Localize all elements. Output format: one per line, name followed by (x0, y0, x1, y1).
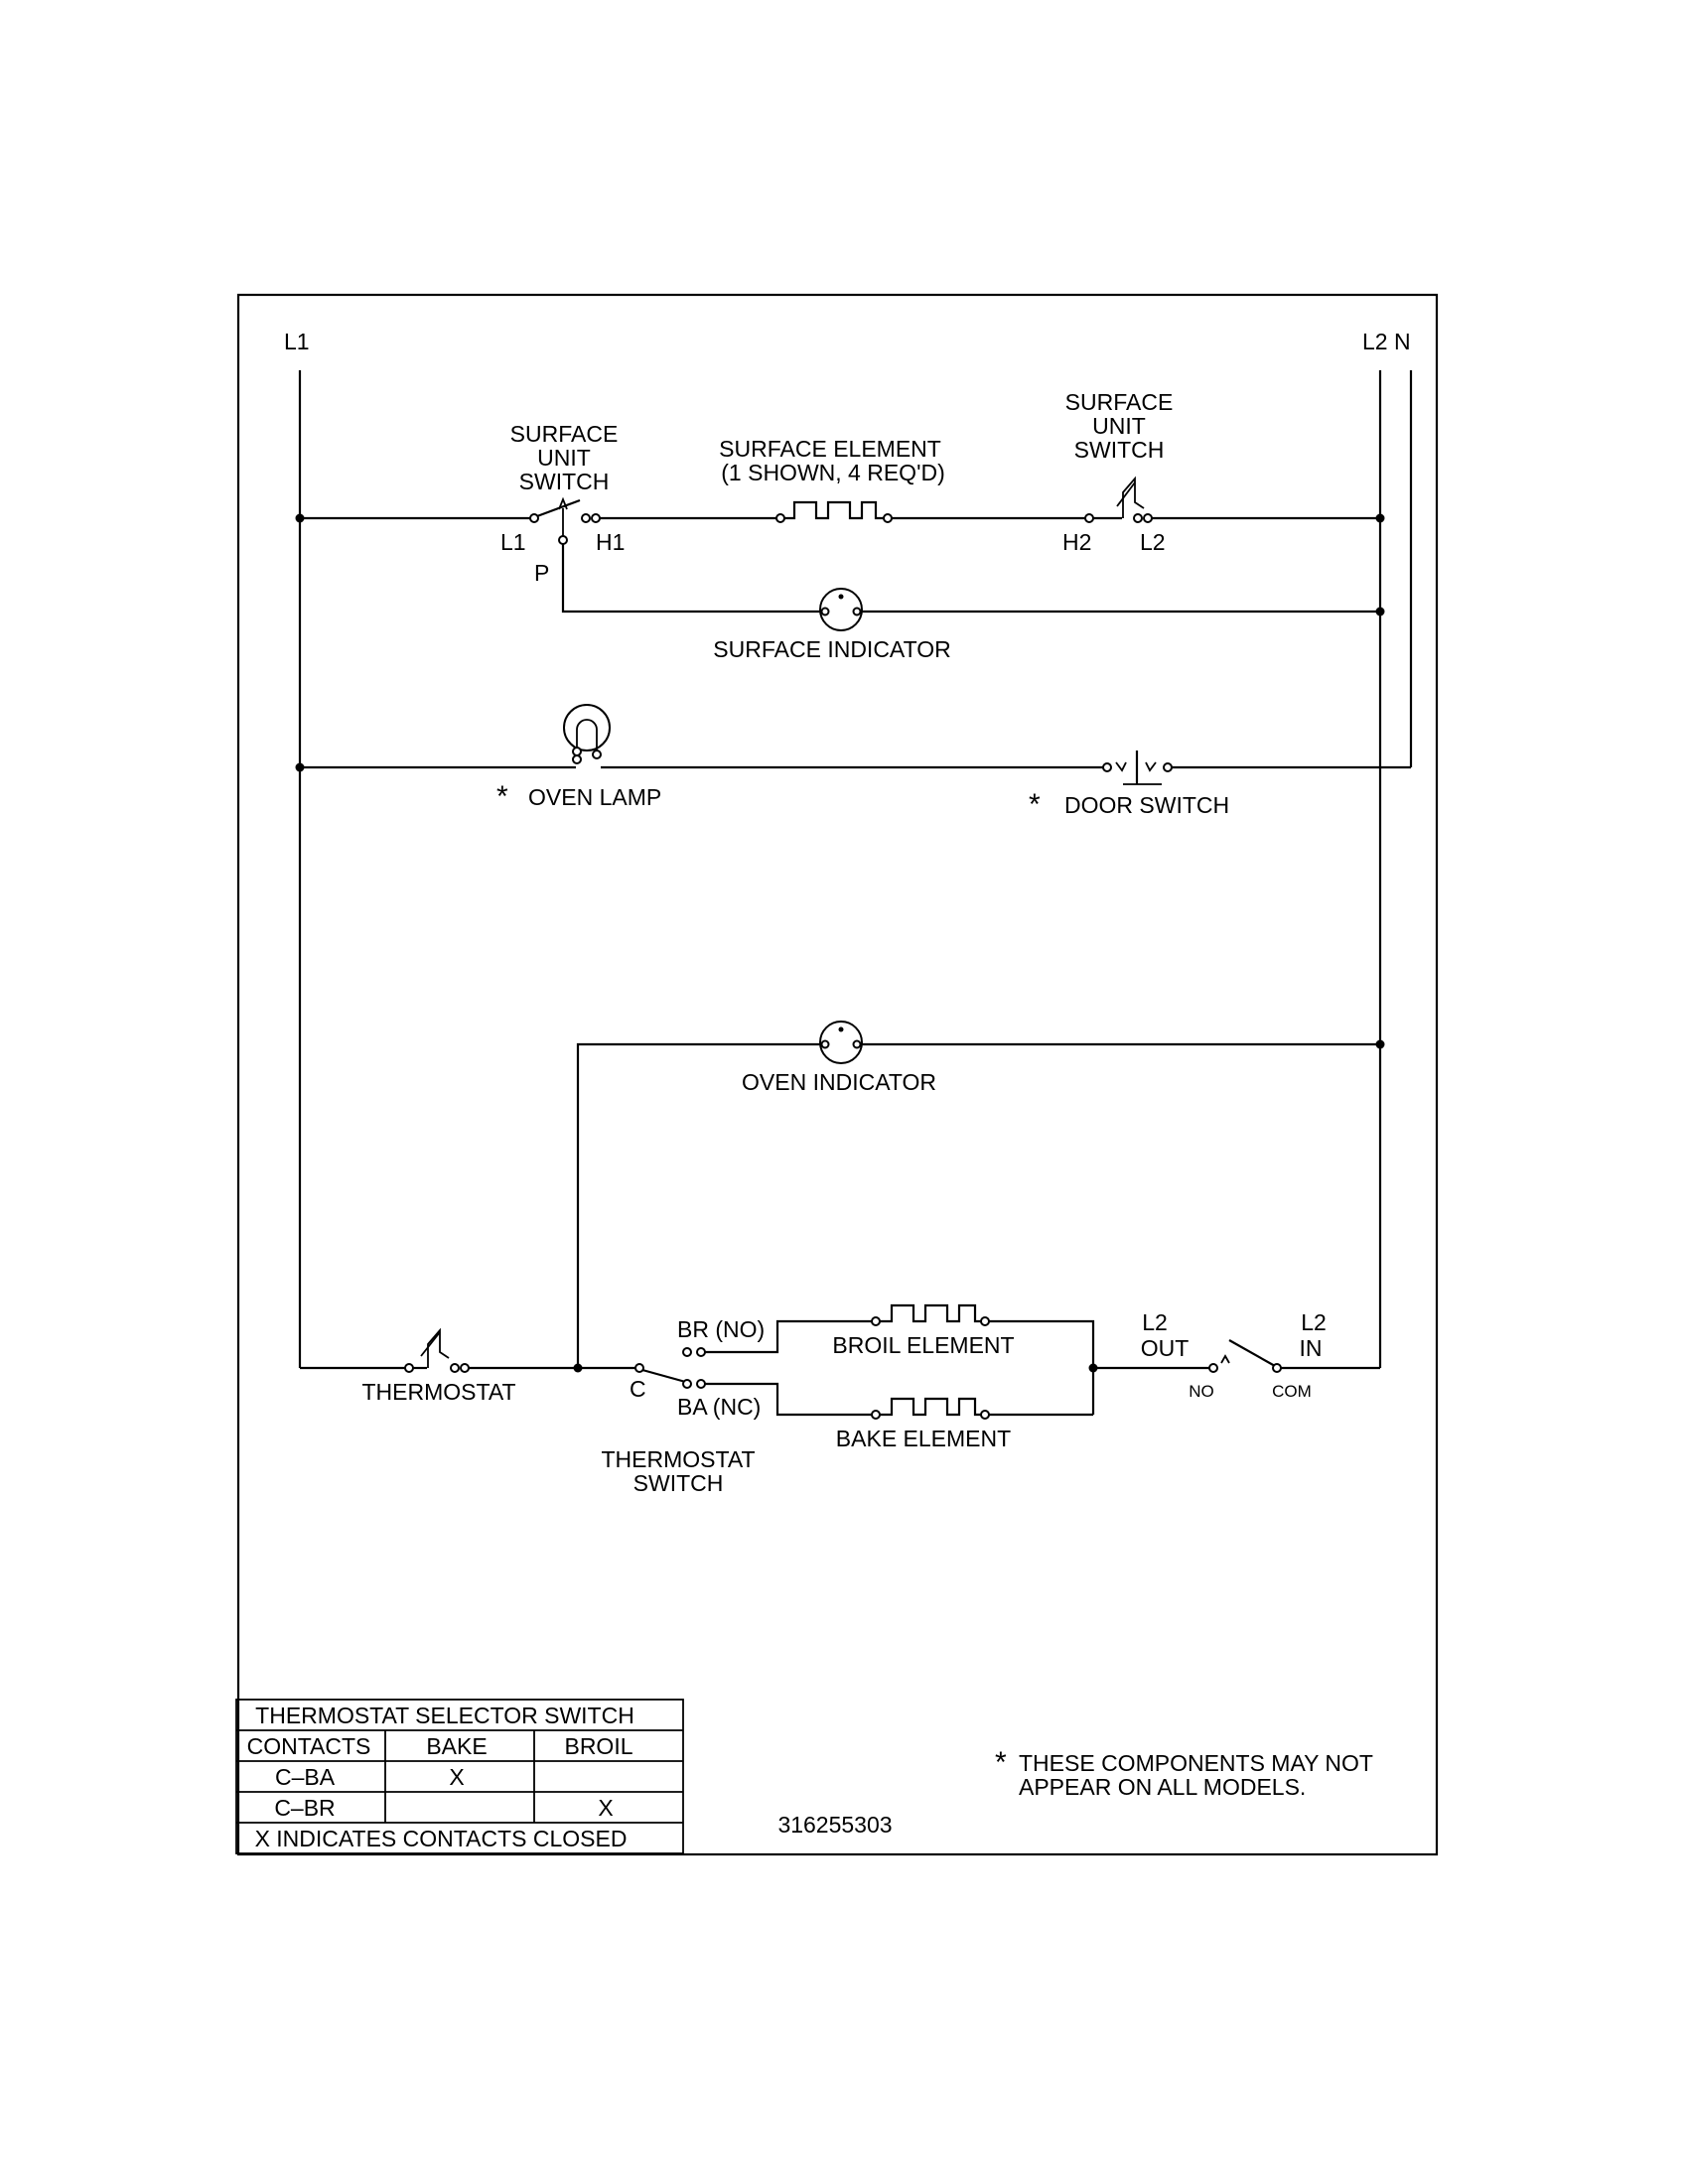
thermostat-switch-line1: THERMOSTAT (601, 1446, 755, 1472)
bottom-row (300, 1303, 1380, 1420)
surface-unit-switch-right (1084, 476, 1153, 523)
note-star: * (995, 1746, 1007, 1779)
oven-indicator-lamp (819, 1021, 863, 1064)
table-title: THERMOSTAT SELECTOR SWITCH (255, 1703, 634, 1728)
terminal-h1: H1 (596, 529, 625, 555)
surface-element (775, 500, 893, 523)
terminal-p: P (534, 560, 549, 586)
oven-lamp (563, 704, 611, 764)
thermostat-selector-switch (634, 1347, 706, 1389)
thermostat-label: THERMOSTAT (361, 1379, 515, 1405)
surface-indicator-branch (561, 544, 1385, 631)
surface-unit-switch-left (529, 496, 601, 545)
table-header-bake: BAKE (426, 1733, 487, 1759)
door-switch-star: * (1029, 788, 1041, 821)
l2-in-line1: L2 (1301, 1309, 1327, 1335)
surface-switch-left-line2: UNIT (537, 445, 591, 471)
oven-indicator-row (576, 1021, 1385, 1368)
table-row1-bake: X (449, 1764, 464, 1790)
terminal-com: COM (1272, 1382, 1312, 1401)
l2-out-line2: OUT (1141, 1335, 1190, 1361)
oven-lamp-star: * (496, 780, 508, 813)
table-row2-broil: X (598, 1795, 613, 1821)
rail-l1-label: L1 (284, 329, 310, 354)
surface-row (295, 476, 1385, 545)
oven-indicator-label: OVEN INDICATOR (742, 1069, 936, 1095)
oven-lamp-row (295, 704, 1411, 785)
diagram-frame (236, 293, 1439, 1856)
surface-switch-left-line3: SWITCH (519, 469, 610, 494)
table-footer: X INDICATES CONTACTS CLOSED (255, 1826, 628, 1851)
thermostat-switch-line2: SWITCH (633, 1470, 724, 1496)
bake-element-label: BAKE ELEMENT (836, 1426, 1011, 1451)
surface-indicator-label: SURFACE INDICATOR (713, 636, 950, 662)
terminal-ba-nc: BA (NC) (677, 1394, 761, 1420)
surface-switch-right-line3: SWITCH (1074, 437, 1165, 463)
part-number: 316255303 (777, 1812, 892, 1838)
terminal-c: C (630, 1376, 646, 1402)
l2-in-line2: IN (1300, 1335, 1323, 1361)
note-line2: APPEAR ON ALL MODELS. (1019, 1774, 1306, 1800)
broil-element (871, 1303, 990, 1326)
surface-switch-left-line1: SURFACE (510, 421, 619, 447)
broil-element-label: BROIL ELEMENT (832, 1332, 1014, 1358)
surface-switch-right-line2: UNIT (1092, 413, 1146, 439)
terminal-h2: H2 (1062, 529, 1091, 555)
rail-l2n-label: L2 N (1362, 329, 1411, 354)
terminal-l1: L1 (500, 529, 526, 555)
terminal-br-no: BR (NO) (677, 1316, 765, 1342)
thermostat (404, 1327, 470, 1373)
table-row1-contacts: C–BA (275, 1764, 336, 1790)
bake-element (871, 1397, 990, 1420)
l2-out-line1: L2 (1142, 1309, 1168, 1335)
table-header-contacts: CONTACTS (247, 1733, 371, 1759)
surface-indicator-lamp (819, 588, 863, 631)
door-switch (1102, 751, 1173, 785)
surface-element-line2: (1 SHOWN, 4 REQ'D) (721, 460, 944, 485)
l2-relay-switch (1208, 1339, 1282, 1373)
terminal-l2: L2 (1140, 529, 1166, 555)
oven-lamp-label: OVEN LAMP (528, 784, 661, 810)
door-switch-label: DOOR SWITCH (1064, 792, 1229, 818)
surface-switch-right-line1: SURFACE (1065, 389, 1174, 415)
note-line1: THESE COMPONENTS MAY NOT (1019, 1750, 1373, 1776)
selector-switch-table (235, 1699, 684, 1854)
table-header-broil: BROIL (564, 1733, 632, 1759)
table-row2-contacts: C–BR (274, 1795, 335, 1821)
terminal-no: NO (1189, 1382, 1214, 1401)
surface-element-line1: SURFACE ELEMENT (719, 436, 941, 462)
